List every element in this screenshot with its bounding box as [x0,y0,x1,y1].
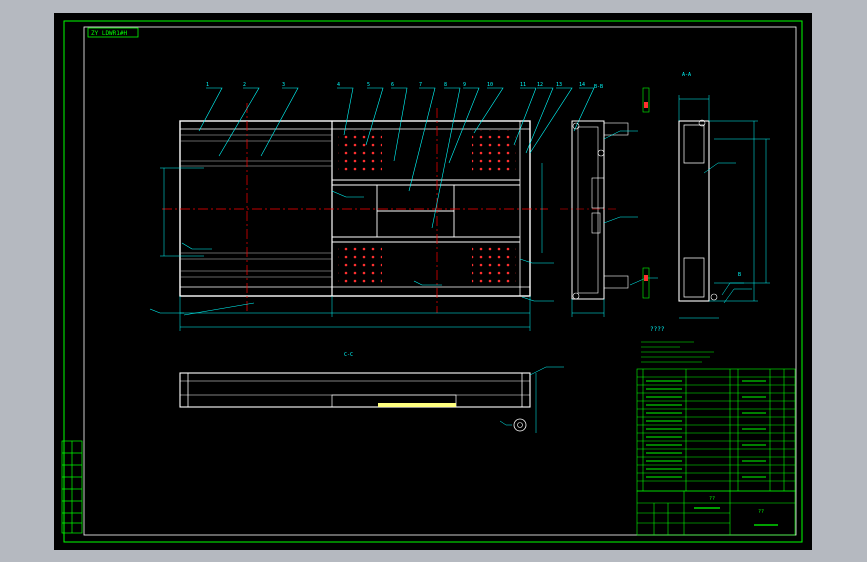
callout-1: 1 [206,82,209,88]
title-block [636,490,796,536]
callout-5: 5 [367,82,370,88]
callout-12: 12 [537,82,543,88]
hole-patterns [338,130,516,284]
section-cc-view: C-C [179,352,564,433]
callout-14: 14 [579,82,585,88]
drawing-svg: ZY LDWR1#H [61,20,803,543]
callout-8: 8 [444,82,447,88]
revision-strip [61,440,83,534]
section-bb-view: B-B [560,84,658,317]
callout-10: 10 [487,82,493,88]
title-block-mark-1: ?? [709,496,715,502]
callout-4: 4 [337,82,340,88]
section-bb-label: B-B [594,84,603,90]
section-aa-view: A-A [678,72,770,319]
callout-7: 7 [419,82,422,88]
callout-2: 2 [243,82,246,88]
main-plan-view [162,103,548,313]
callout-leaders [198,87,595,229]
parts-list-text [646,380,766,478]
outer-border [63,20,803,543]
section-aa-label: A-A [682,72,691,78]
callout-9: 9 [463,82,466,88]
section-cc-label: C-C [344,352,353,358]
technical-notes: ???? [641,326,714,363]
callout-3: 3 [282,82,285,88]
drawing-canvas[interactable]: ZY LDWR1#H [54,13,812,550]
notes-heading: ???? [650,326,665,333]
drawing-tag-box [87,27,139,38]
callout-11: 11 [520,82,526,88]
inner-border [83,26,797,536]
plan-dimensions [160,163,543,331]
parts-list-table [636,368,796,492]
callout-13: 13 [556,82,562,88]
drawing-tag: ZY LDWR1#H [91,30,128,37]
callout-6: 6 [391,82,394,88]
side-marker: B [738,272,741,278]
title-block-mark-2: ?? [758,509,764,515]
callout-numbers: 1 2 3 4 5 6 7 8 9 10 11 12 13 14 [206,82,585,88]
highlight-strip [378,403,456,407]
